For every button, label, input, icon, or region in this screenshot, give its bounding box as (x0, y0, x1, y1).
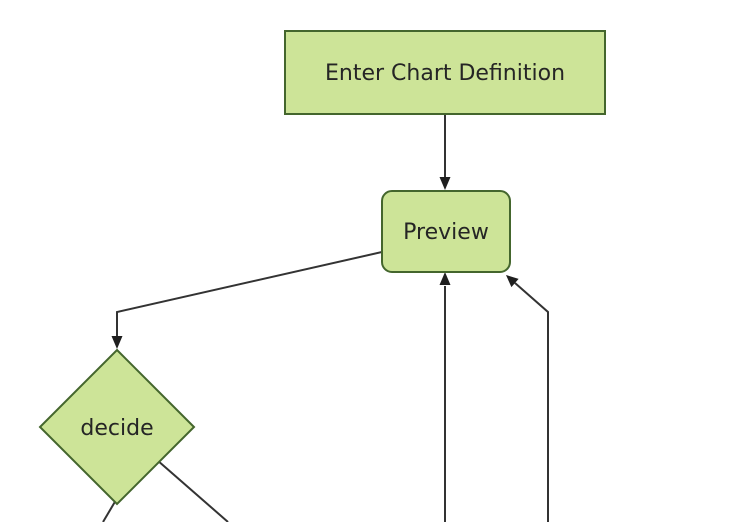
edge-decide-to-offscreen-right (156, 459, 229, 522)
diamond-shape (38, 348, 196, 506)
edge-decide-to-offscreen-left (102, 499, 117, 522)
node-layer: Enter Chart Definition Preview decide (38, 30, 606, 506)
node-decide: decide (38, 348, 196, 506)
node-label-preview: Preview (403, 220, 489, 245)
node-preview: Preview (381, 190, 511, 273)
edge-offscreen-to-preview-corner (514, 282, 549, 522)
node-label-decide: decide (80, 416, 153, 441)
edge-preview-to-decide (116, 251, 383, 337)
arrowhead-into-preview-bottom (439, 272, 451, 285)
rounded-rectangle-shape (381, 190, 511, 273)
arrowhead-into-preview-top (439, 177, 451, 190)
rectangle-shape (284, 30, 606, 115)
arrowhead-into-decide-top (111, 336, 123, 349)
node-enter-chart-definition: Enter Chart Definition (284, 30, 606, 115)
node-label-enter-chart-definition: Enter Chart Definition (325, 61, 565, 86)
edge-layer (102, 114, 549, 522)
arrowhead-into-preview-corner (506, 275, 519, 288)
